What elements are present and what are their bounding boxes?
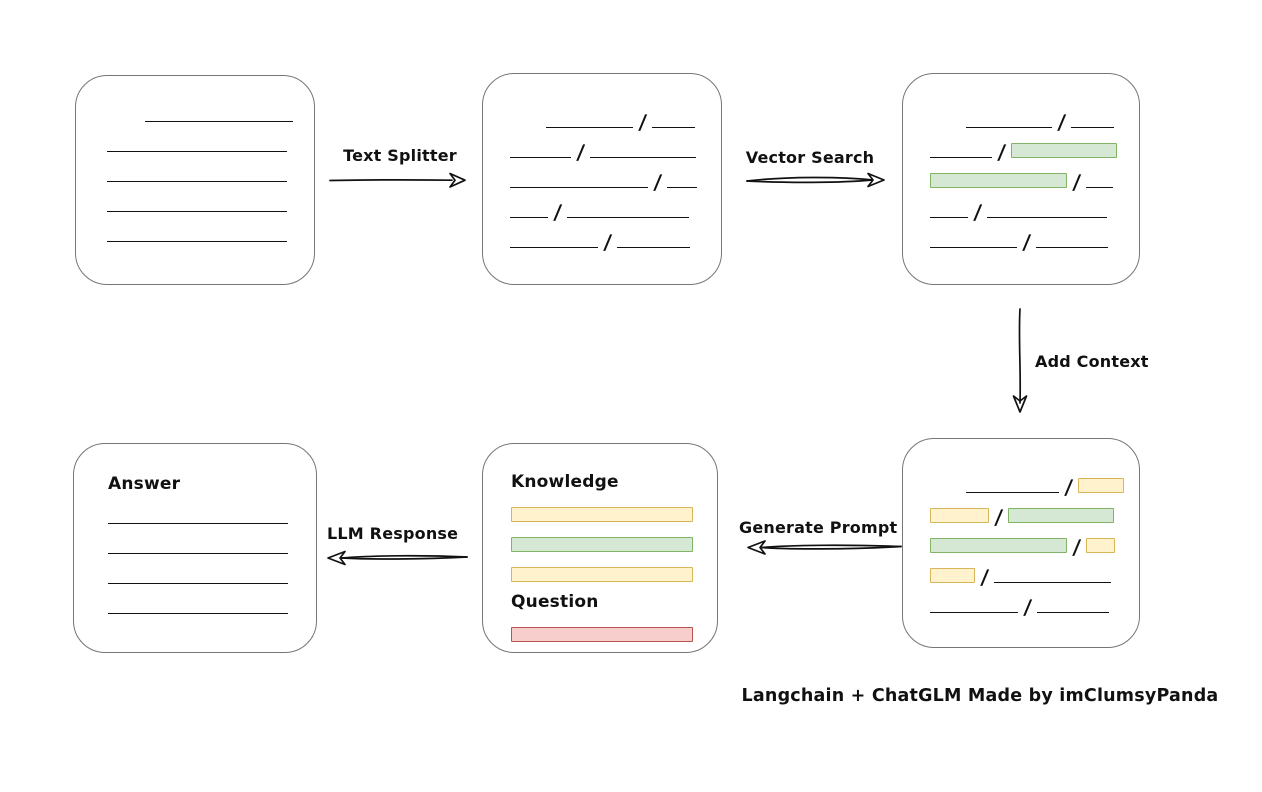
box-heading: Answer: [108, 474, 181, 494]
text-splitter-label: Text Splitter: [343, 146, 457, 165]
text-line: [930, 610, 1018, 613]
chunk-separator: /: [1021, 230, 1032, 254]
yellow-highlight-chip: [1078, 478, 1125, 493]
box-row: [511, 492, 717, 522]
retrieved-chunks-box: /////: [902, 73, 1140, 285]
yellow-highlight-chip: [930, 508, 989, 523]
text-line: [1086, 185, 1114, 188]
text-line: [567, 215, 690, 218]
text-line: [994, 580, 1112, 583]
text-line: [108, 581, 288, 584]
box-row: /: [930, 463, 1139, 499]
box-row: /: [510, 158, 721, 194]
context-chunks-box: /////: [902, 438, 1140, 648]
text-line: [510, 185, 648, 188]
box-row: [108, 494, 316, 524]
chunk-separator: /: [602, 230, 613, 254]
box-row: [107, 152, 314, 182]
green-highlight-chip: [930, 538, 1067, 553]
generate-prompt-arrow-icon: [747, 540, 902, 555]
yellow-highlight-chip: [1086, 538, 1116, 553]
llm-response-arrow-icon: [327, 550, 468, 566]
vector-search-label: Vector Search: [745, 148, 875, 167]
box-row: /: [930, 218, 1139, 254]
text-line: [667, 185, 698, 188]
yellow-highlight-chip: [511, 567, 693, 582]
text-line: [590, 155, 697, 158]
text-line: [652, 125, 696, 128]
text-line: [546, 125, 633, 128]
box-row: /: [930, 523, 1139, 559]
yellow-highlight-chip: [930, 568, 975, 583]
box-row: [108, 584, 316, 614]
box-row: [108, 524, 316, 554]
llm-response-label: LLM Response: [327, 524, 459, 543]
credit-text: Langchain + ChatGLM Made by imClumsyPand…: [741, 686, 1219, 706]
box-row: /: [930, 188, 1139, 224]
source-document-box: [75, 75, 315, 285]
text-line: [510, 245, 598, 248]
box-row: Question: [511, 582, 717, 612]
box-row: [511, 552, 717, 582]
text-line: [107, 209, 287, 212]
box-row: /: [510, 98, 721, 134]
yellow-highlight-chip: [511, 507, 693, 522]
box-row: [107, 212, 314, 242]
box-row: /: [930, 553, 1139, 589]
text-line: [108, 551, 288, 554]
box-row: /: [930, 128, 1139, 164]
box-row: [107, 122, 314, 152]
box-row: [107, 92, 314, 122]
answer-box: Answer: [73, 443, 317, 653]
box-row: /: [510, 128, 721, 164]
text-line: [930, 245, 1017, 248]
box-heading: Question: [511, 592, 599, 612]
box-row: [107, 182, 314, 212]
text-line: [617, 245, 691, 248]
text-line: [108, 521, 288, 524]
text-line: [930, 215, 968, 218]
box-row: /: [930, 493, 1139, 529]
text-line: [1037, 610, 1110, 613]
add-context-arrow-icon: [1012, 308, 1028, 413]
box-row: /: [510, 218, 721, 254]
split-chunks-box: /////: [482, 73, 722, 285]
chunk-separator: /: [1022, 595, 1033, 619]
text-line: [108, 611, 288, 614]
text-line: [107, 179, 287, 182]
text-line: [1071, 125, 1115, 128]
box-row: /: [510, 188, 721, 224]
text-line: [145, 119, 293, 122]
box-row: Answer: [108, 464, 316, 494]
box-row: /: [930, 158, 1139, 194]
text-line: [930, 155, 992, 158]
text-splitter-arrow-icon: [329, 172, 466, 188]
add-context-label: Add Context: [1035, 352, 1149, 371]
red-highlight-chip: [511, 627, 693, 642]
vector-search-arrow-icon: [746, 172, 885, 188]
text-line: [966, 490, 1059, 493]
text-line: [107, 149, 287, 152]
box-row: [511, 612, 717, 642]
box-row: Knowledge: [511, 462, 717, 492]
box-row: [511, 522, 717, 552]
text-line: [1036, 245, 1109, 248]
box-row: /: [930, 583, 1139, 619]
box-row: /: [930, 98, 1139, 134]
green-highlight-chip: [930, 173, 1067, 188]
text-line: [510, 155, 571, 158]
text-line: [987, 215, 1108, 218]
green-highlight-chip: [1011, 143, 1118, 158]
box-heading: Knowledge: [511, 472, 619, 492]
generate-prompt-label: Generate Prompt: [739, 518, 898, 537]
text-line: [107, 239, 287, 242]
box-row: [108, 554, 316, 584]
green-highlight-chip: [1008, 508, 1115, 523]
green-highlight-chip: [511, 537, 693, 552]
text-line: [966, 125, 1052, 128]
text-line: [510, 215, 548, 218]
